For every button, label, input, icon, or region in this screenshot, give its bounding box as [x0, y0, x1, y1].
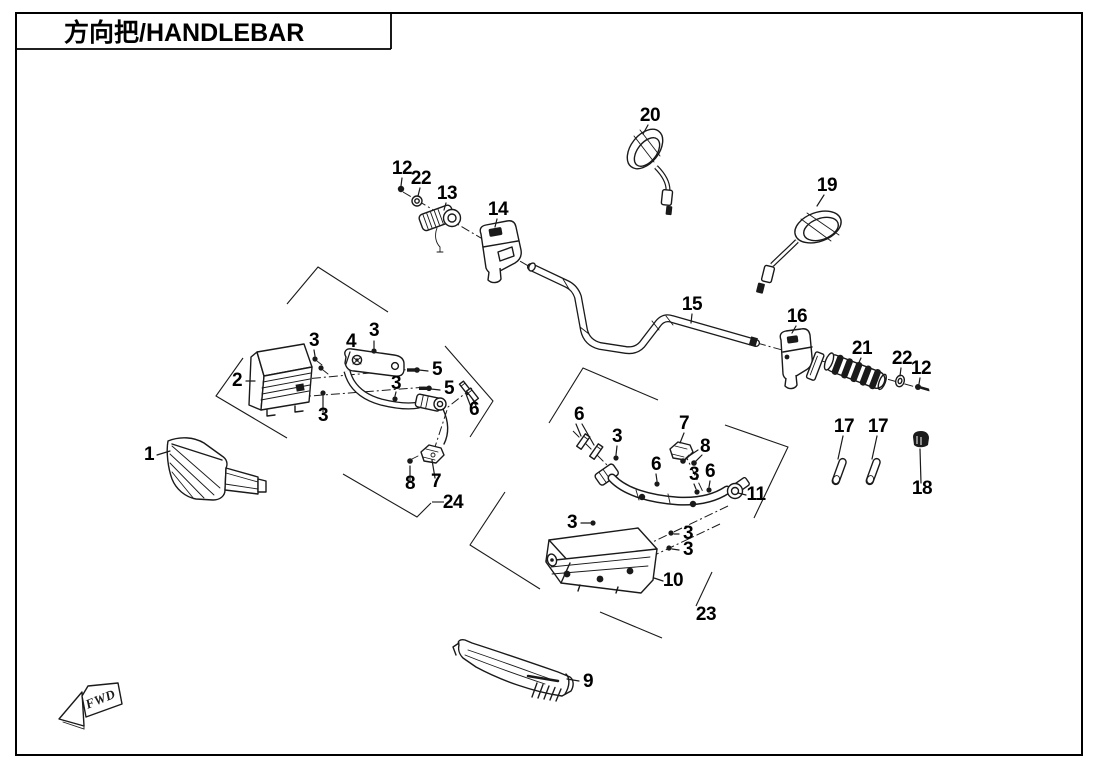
part-callout-3: 3 — [683, 523, 693, 544]
part-callout-18: 18 — [912, 478, 932, 499]
callout-leader-lines — [156, 124, 922, 682]
part-22-washer-left — [411, 195, 423, 207]
part-7-clamp-left — [420, 444, 445, 464]
part-callout-3: 3 — [683, 539, 693, 560]
part-15-handlebar-tube — [527, 262, 760, 355]
part-callout-5: 5 — [432, 359, 443, 380]
part-1-handguard-left — [166, 437, 267, 501]
part-callout-8: 8 — [700, 436, 710, 457]
part-callout-12: 12 — [392, 158, 412, 179]
part-callout-22: 22 — [892, 348, 912, 369]
part-3-bolts — [312, 348, 700, 551]
part-callout-4: 4 — [346, 331, 357, 352]
part-6-screws — [458, 380, 712, 493]
part-8-screws — [407, 454, 701, 466]
part-callout-11: 11 — [746, 484, 766, 505]
part-12-bolt-left — [397, 185, 405, 193]
part-callout-19: 19 — [817, 175, 837, 196]
part-callout-17: 17 — [834, 416, 854, 437]
part-4-handguard-bracket-left — [343, 348, 449, 445]
part-callout-6: 6 — [651, 454, 661, 475]
part-17-pin-b — [865, 457, 881, 486]
part-callout-17: 17 — [868, 416, 888, 437]
assembly-box-24 — [215, 266, 494, 518]
part-19-mirror-right — [756, 210, 842, 294]
handlebar-end-mark — [748, 336, 758, 347]
page-title: 方向把/HANDLEBAR — [64, 18, 304, 47]
part-2-clamp-cover — [248, 343, 313, 417]
title-box-border — [16, 13, 392, 50]
part-10-guard-plate — [545, 527, 658, 594]
part-callout-1: 1 — [144, 444, 155, 465]
part-callout-6: 6 — [705, 461, 715, 482]
part-16-switch-right — [779, 328, 813, 390]
part-callout-21: 21 — [852, 338, 873, 359]
part-callout-14: 14 — [488, 199, 509, 220]
fastener-glyphs — [312, 348, 712, 551]
part-callout-7: 7 — [679, 413, 689, 434]
part-22-washer-right — [894, 374, 906, 388]
part-callout-3: 3 — [567, 512, 577, 533]
part-callout-3: 3 — [612, 426, 622, 447]
assembly-box-23 — [469, 367, 789, 639]
part-callout-8: 8 — [405, 473, 415, 494]
part-callout-10: 10 — [663, 570, 683, 591]
part-7-clamp-right — [669, 441, 694, 461]
part-callout-3: 3 — [369, 320, 379, 341]
part-callout-9: 9 — [583, 671, 593, 692]
part-11-handguard-bracket-right — [594, 463, 750, 508]
part-20-mirror-left — [626, 128, 674, 216]
part-5-bolts — [407, 367, 432, 392]
part-12-bolt-right — [915, 384, 930, 391]
part-callout-24: 24 — [443, 492, 464, 513]
part-13-throttle-tube — [418, 204, 462, 253]
part-callout-3: 3 — [391, 373, 401, 394]
part-9-handguard-right — [452, 639, 574, 702]
part-callout-7: 7 — [431, 471, 441, 492]
part-callout-20: 20 — [640, 105, 660, 126]
part-callout-3: 3 — [689, 464, 699, 485]
part-callout-3: 3 — [309, 330, 319, 351]
part-callout-6: 6 — [574, 404, 584, 425]
part-17-pin-a — [831, 457, 847, 486]
part-callout-2: 2 — [232, 370, 242, 391]
part-callout-13: 13 — [437, 183, 457, 204]
fwd-arrow: FWD — [58, 682, 123, 730]
part-18-cap — [913, 431, 929, 448]
part-callout-16: 16 — [787, 306, 807, 327]
part-callout-23: 23 — [696, 604, 716, 625]
part-callout-5: 5 — [444, 378, 455, 399]
part-callout-12: 12 — [911, 358, 931, 379]
part-callout-15: 15 — [682, 294, 703, 315]
part-callout-22: 22 — [411, 168, 431, 189]
part-callout-6: 6 — [469, 399, 479, 420]
frame — [15, 12, 1083, 756]
part-callout-3: 3 — [318, 405, 328, 426]
part-14-switch-left — [479, 220, 522, 284]
